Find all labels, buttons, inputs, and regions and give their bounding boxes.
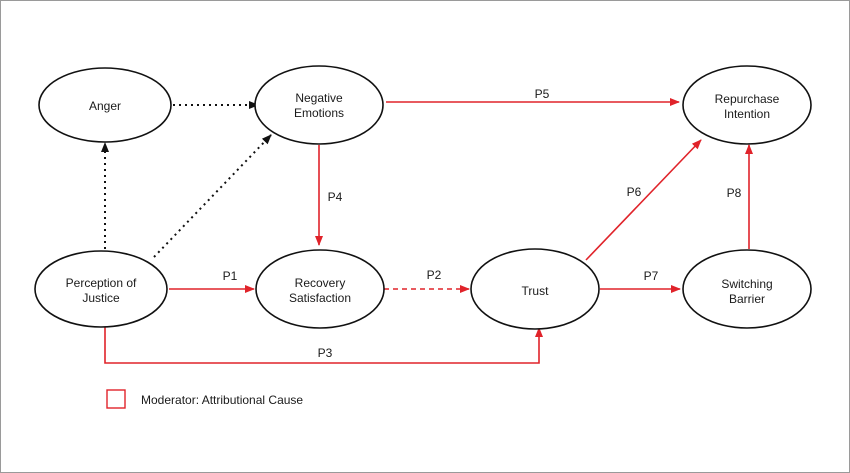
legend-moderator-swatch: [106, 389, 126, 409]
edge-label-p4: P4: [328, 190, 343, 204]
edge-p6: [585, 139, 702, 261]
node-trust: Trust: [470, 248, 600, 330]
legend: Moderator: Attributional Cause: [106, 389, 303, 409]
legend-moderator-label: Moderator: Attributional Cause: [141, 393, 303, 407]
node-anger: Anger: [38, 67, 172, 143]
edge-label-p7: P7: [644, 269, 659, 283]
node-switching-barrier: Switching Barrier: [682, 249, 812, 329]
edge-p3: [104, 326, 543, 364]
node-justice-label-line1: Perception of: [66, 276, 137, 290]
node-repurchase-intention: Repurchase Intention: [682, 65, 812, 145]
node-trust-label: Trust: [522, 284, 550, 298]
node-switching-label-line2: Barrier: [729, 292, 765, 306]
node-perception-of-justice: Perception of Justice: [34, 250, 168, 328]
node-switching-label-line1: Switching: [721, 277, 772, 291]
edge-label-p5: P5: [535, 87, 550, 101]
edge-label-p8: P8: [727, 186, 742, 200]
node-repurchase-label-line1: Repurchase: [715, 92, 780, 106]
node-recovery-label-line1: Recovery: [295, 276, 346, 290]
node-recovery-satisfaction: Recovery Satisfaction: [255, 249, 385, 329]
node-justice-label-line2: Justice: [82, 291, 120, 305]
edge-justice-to-negative: [153, 134, 272, 258]
node-recovery-label-line2: Satisfaction: [289, 291, 351, 305]
node-negative-label-line2: Emotions: [294, 106, 344, 120]
edge-label-p6: P6: [627, 185, 642, 199]
edge-label-p1: P1: [223, 269, 238, 283]
node-negative-label-line1: Negative: [295, 91, 343, 105]
node-repurchase-label-line2: Intention: [724, 107, 770, 121]
node-negative-emotions: Negative Emotions: [254, 65, 384, 145]
edge-label-p3: P3: [318, 346, 333, 360]
node-anger-label: Anger: [89, 99, 121, 113]
edge-label-p2: P2: [427, 268, 442, 282]
